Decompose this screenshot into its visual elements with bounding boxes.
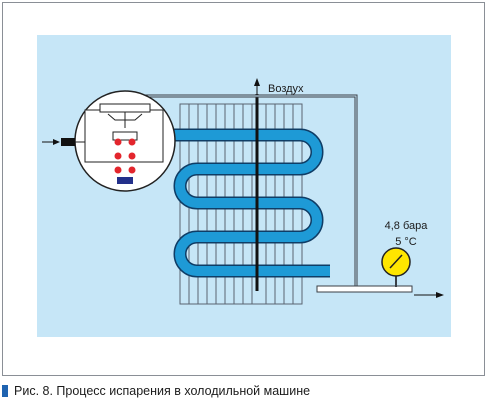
evaporator-tube (140, 130, 330, 276)
figure-caption: Рис. 8. Процесс испарения в холодильной … (2, 384, 310, 398)
caption-text: Рис. 8. Процесс испарения в холодильной … (14, 384, 311, 398)
temperature-label: 5 °C (395, 236, 417, 248)
inlet-line (42, 138, 85, 146)
pressure-label: 4,8 бара (385, 220, 429, 232)
pressure-gauge (381, 247, 411, 287)
suction-line (316, 285, 444, 298)
air-label: Воздух (268, 83, 304, 95)
caption-marker (2, 385, 8, 397)
expansion-valve (74, 90, 176, 192)
air-arrow (254, 78, 260, 94)
